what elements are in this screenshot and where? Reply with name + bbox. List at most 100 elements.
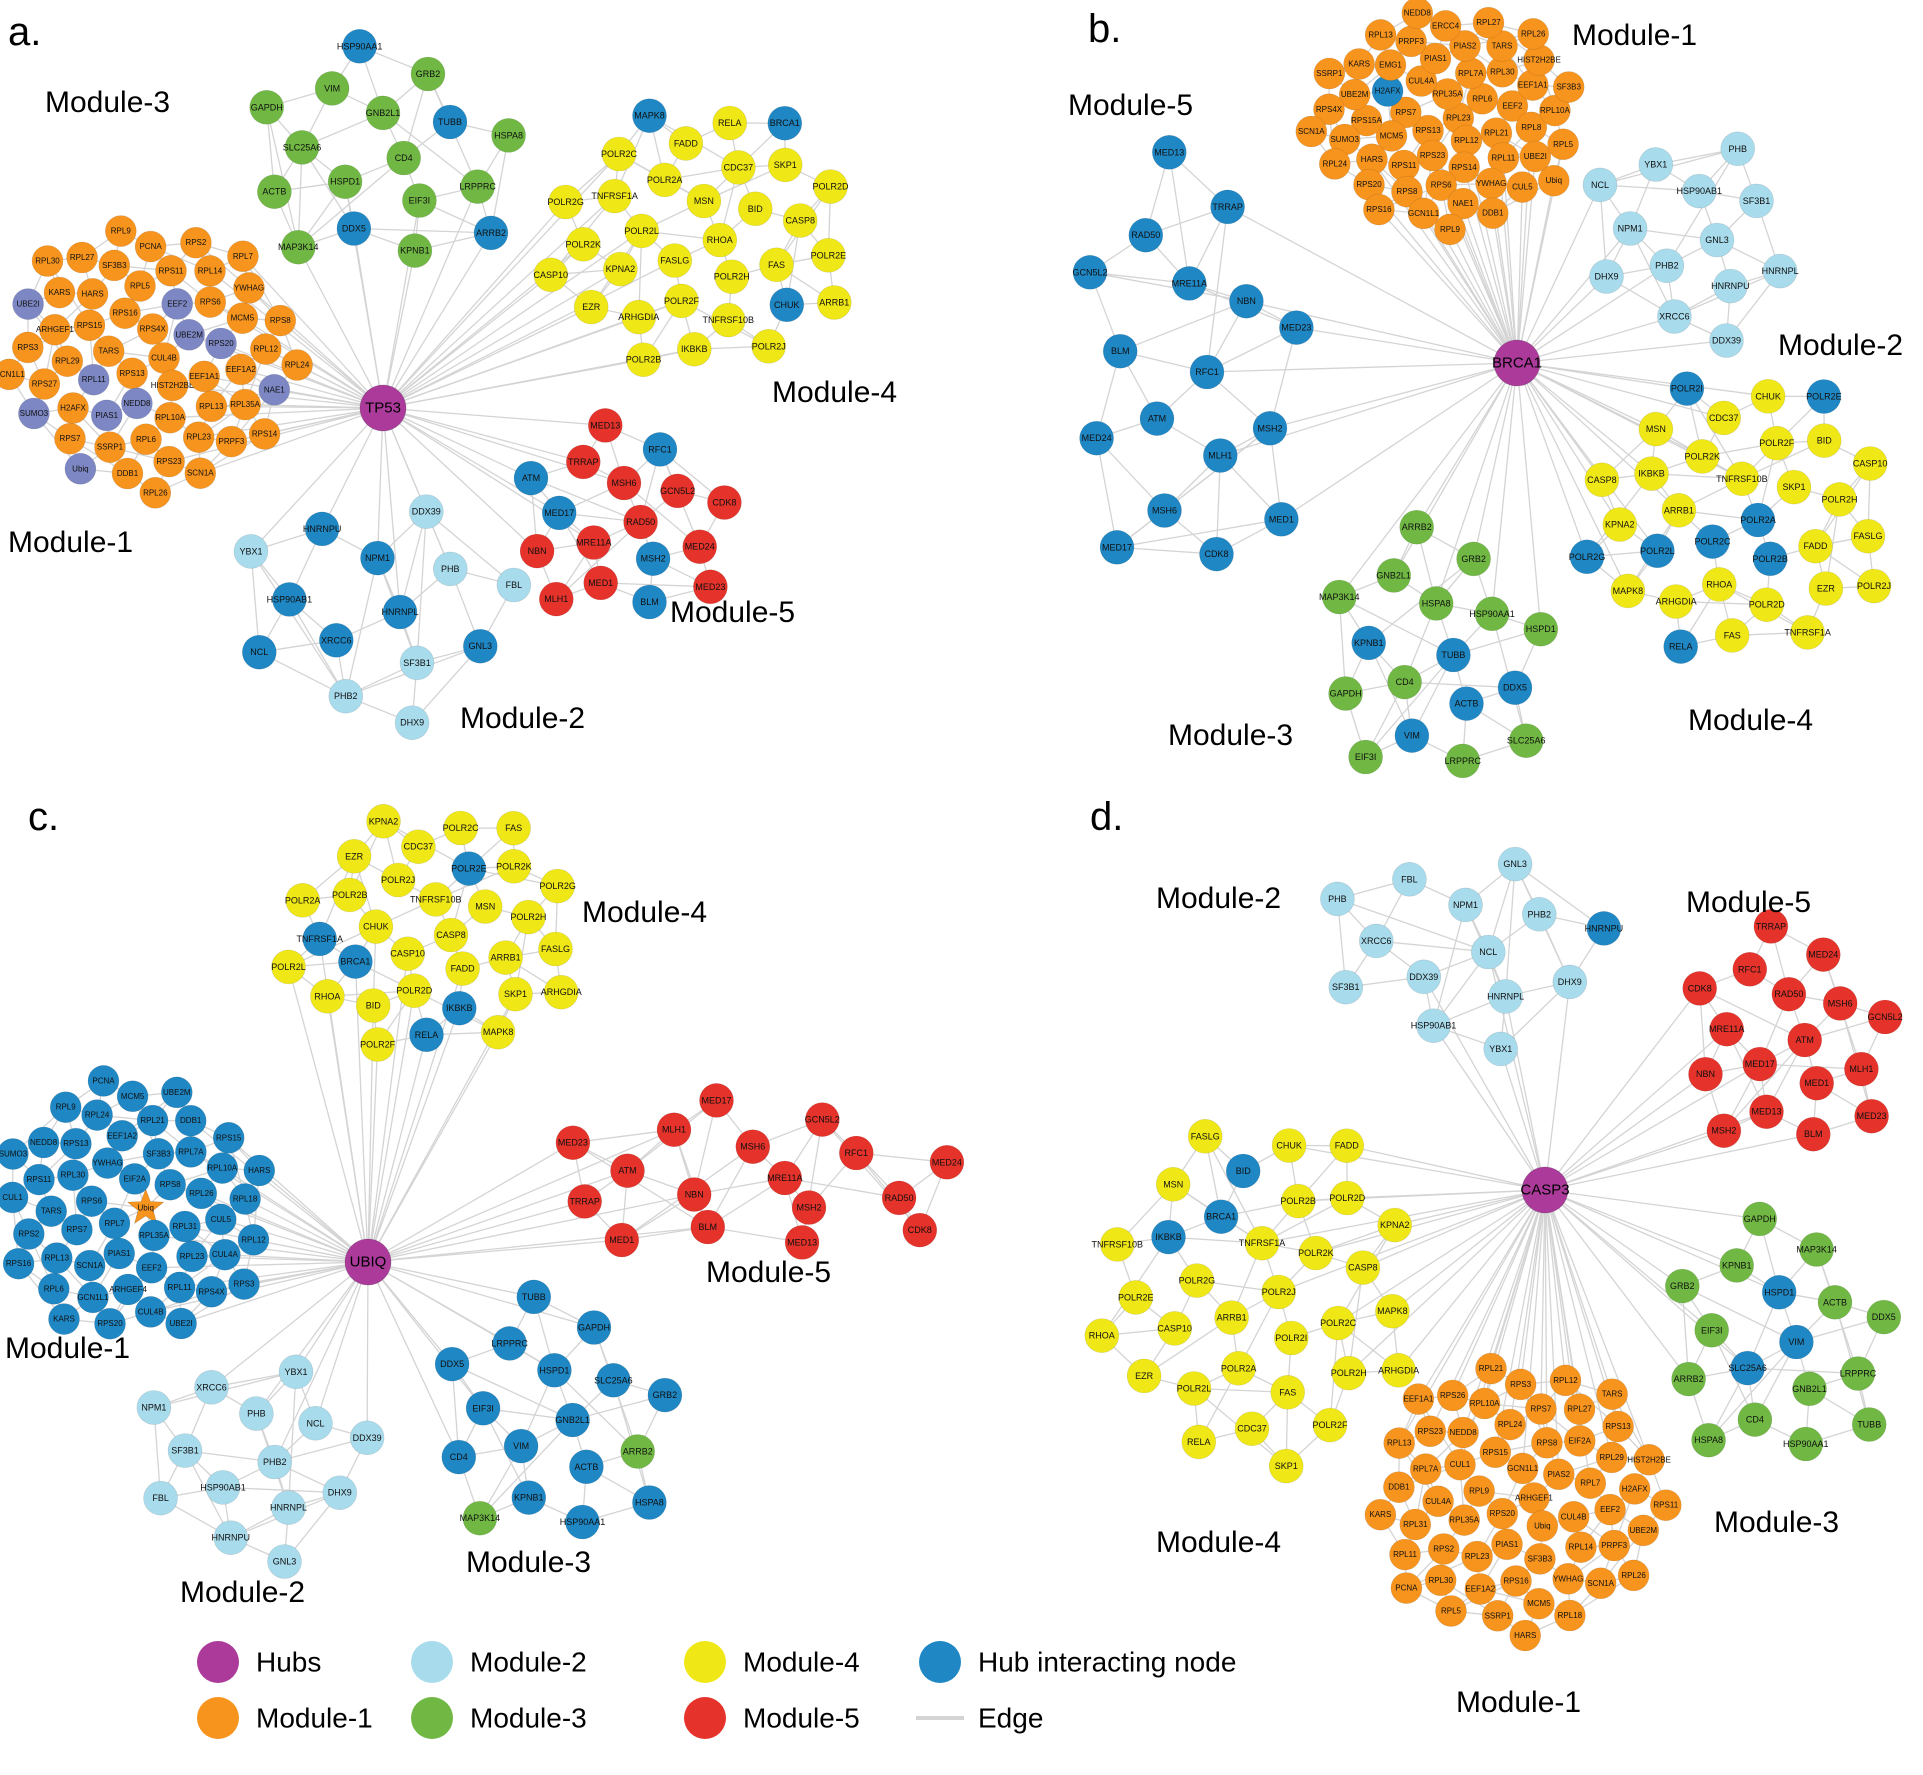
protein-node: [1694, 1313, 1729, 1348]
protein-node: [1552, 1563, 1584, 1595]
network-edge: [1269, 327, 1298, 429]
protein-node: [1389, 1538, 1421, 1571]
module-label: Module-5: [1686, 886, 1811, 919]
protein-node: [194, 255, 226, 287]
network-edge: [1502, 157, 1518, 364]
protein-node: [1468, 1387, 1501, 1420]
protein-node: [1157, 1311, 1192, 1346]
protein-node: [209, 1238, 241, 1271]
protein-node: [1506, 1452, 1539, 1485]
network-edge: [250, 407, 384, 552]
protein-node: [441, 1439, 477, 1475]
protein-node: [281, 349, 313, 381]
protein-node: [1181, 1424, 1217, 1460]
network-edge: [1281, 362, 1518, 520]
protein-node: [473, 215, 509, 251]
module-label: Module-2: [1778, 329, 1903, 362]
network-edge: [220, 1218, 369, 1263]
protein-node: [1682, 173, 1717, 209]
protein-node: [1422, 1485, 1454, 1518]
protein-node: [180, 226, 212, 259]
network-edge: [1516, 315, 1675, 364]
protein-node: [310, 978, 345, 1014]
network-edge: [1544, 1189, 1650, 1461]
protein-node: [1552, 71, 1585, 103]
protein-node: [569, 1449, 604, 1485]
protein-node: [174, 1104, 207, 1137]
protein-node: [1702, 567, 1737, 602]
protein-node: [1477, 197, 1509, 229]
protein-node: [632, 584, 667, 620]
protein-node: [155, 254, 187, 287]
network-edge: [1516, 265, 1668, 364]
protein-node: [480, 1014, 516, 1050]
protein-node: [184, 457, 217, 490]
protein-node: [519, 533, 555, 569]
protein-node: [1549, 1364, 1582, 1397]
module-label: Module-3: [45, 86, 170, 119]
protein-node: [632, 98, 667, 133]
protein-node: [75, 1185, 108, 1217]
protein-node: [1602, 507, 1638, 542]
protein-node: [1522, 896, 1557, 932]
network-edge: [180, 1261, 369, 1325]
protein-node: [153, 445, 185, 478]
protein-node: [1506, 171, 1539, 203]
protein-node: [1759, 425, 1795, 461]
protein-node: [632, 1485, 667, 1520]
protein-node: [606, 465, 642, 501]
protein-node: [1387, 664, 1422, 700]
protein-node: [1584, 1567, 1617, 1600]
protein-node: [1320, 1305, 1356, 1341]
protein-node: [576, 1310, 612, 1345]
network-edge: [784, 1177, 900, 1199]
module-label: Module-2: [180, 1576, 305, 1609]
protein-node: [1100, 1227, 1135, 1262]
protein-node: [112, 1273, 144, 1306]
protein-node: [1461, 1540, 1493, 1573]
network-edge: [382, 201, 567, 409]
network-edge: [1544, 1189, 1690, 1380]
network-edge: [244, 1198, 369, 1263]
protein-node: [647, 1377, 683, 1413]
network-edge: [297, 246, 384, 409]
protein-node: [702, 222, 738, 258]
network-edge: [1435, 362, 1518, 604]
protein-node: [1742, 1201, 1777, 1237]
network-edge: [366, 1261, 369, 1438]
protein-node: [106, 1120, 138, 1152]
protein-node: [116, 357, 148, 390]
network-edge: [1376, 940, 1489, 953]
protein-node: [1634, 456, 1669, 491]
protein-node: [1447, 1416, 1479, 1449]
protein-node: [432, 104, 468, 140]
protein-node: [567, 1184, 603, 1219]
protein-node: [1234, 1411, 1270, 1446]
protein-node: [1822, 986, 1858, 1021]
network-edge: [367, 1226, 708, 1263]
module-label: Module-5: [1068, 89, 1193, 122]
protein-node: [1640, 533, 1675, 569]
network-edge: [314, 1261, 369, 1424]
protein-node: [1586, 911, 1622, 946]
protein-node: [1806, 937, 1841, 972]
protein-node: [148, 342, 180, 374]
protein-node: [1199, 536, 1234, 572]
protein-node: [73, 1249, 106, 1282]
protein-node: [1749, 1094, 1784, 1129]
protein-node: [1436, 1379, 1469, 1412]
protein-node: [1584, 462, 1620, 498]
protein-node: [1225, 1153, 1261, 1189]
network-edge: [250, 551, 347, 697]
network-edge: [367, 1129, 675, 1263]
protein-node: [1491, 1528, 1523, 1561]
protein-node: [130, 423, 162, 456]
protein-node: [116, 1080, 149, 1113]
protein-node: [134, 230, 167, 263]
protein-node: [1151, 1219, 1186, 1255]
protein-node: [1695, 524, 1730, 559]
network-edge: [1544, 1028, 1728, 1191]
protein-node: [1627, 1514, 1660, 1547]
protein-node: [1799, 1232, 1834, 1267]
